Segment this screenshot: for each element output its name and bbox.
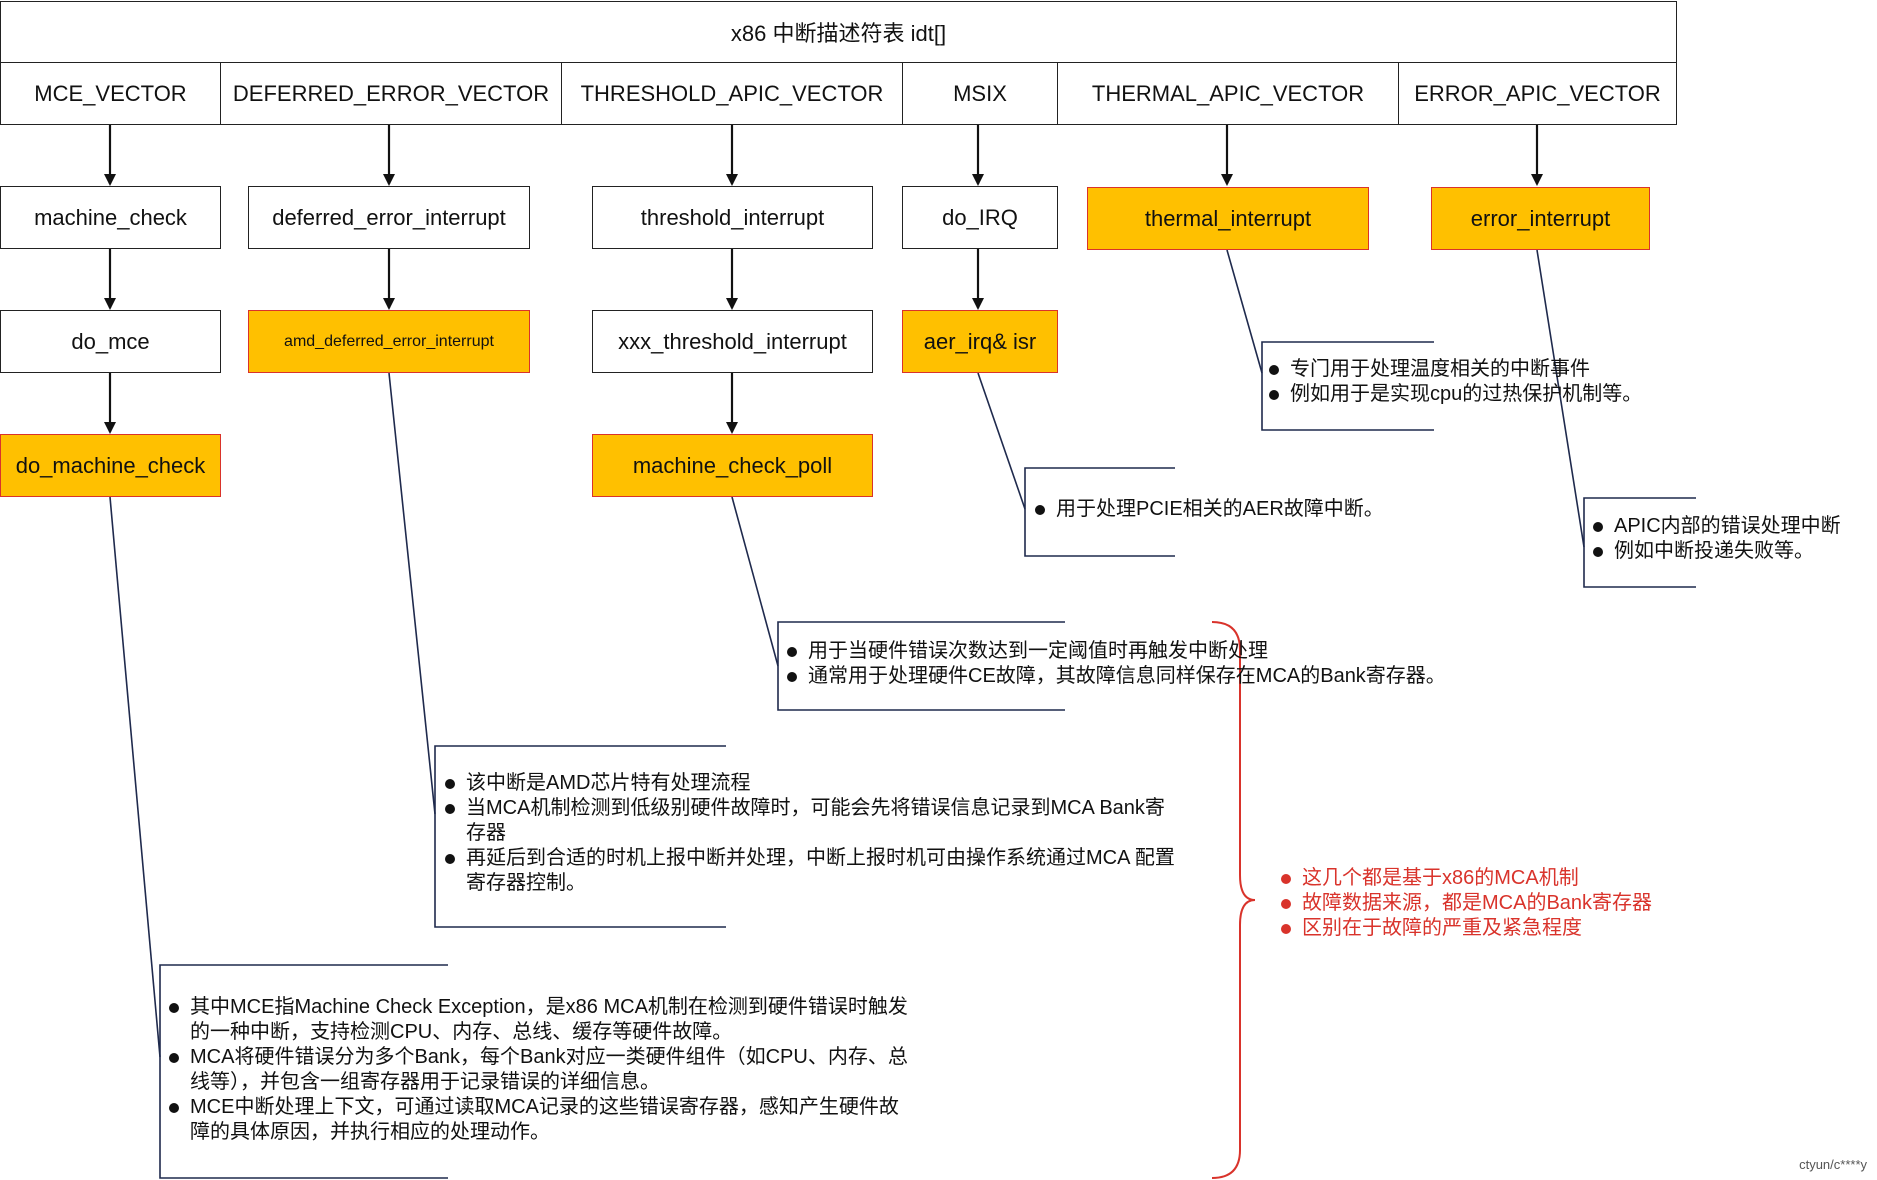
leader-amd-deferred xyxy=(388,372,436,815)
note-mce-item: MCA将硬件错误分为多个Bank，每个Bank对应一类硬件组件（如CPU、内存、… xyxy=(166,1045,918,1095)
watermark: ctyun/c****y xyxy=(1799,1157,1867,1172)
vector-mce: MCE_VECTOR xyxy=(0,62,221,125)
handler-machine-check-poll: machine_check_poll xyxy=(592,434,873,497)
leader-thermal xyxy=(1226,249,1263,374)
note-threshold: 用于当硬件错误次数达到一定阈值时再触发中断处理 通常用于处理硬件CE故障，其故障… xyxy=(784,639,1504,689)
handler-error-interrupt: error_interrupt xyxy=(1431,187,1650,250)
note-summary-item: 故障数据来源，都是MCA的Bank寄存器 xyxy=(1278,891,1738,916)
vector-msix: MSIX xyxy=(902,62,1058,125)
note-apic-error: APIC内部的错误处理中断 例如中断投递失败等。 xyxy=(1590,514,1870,564)
note-thermal-item: 例如用于是实现cpu的过热保护机制等。 xyxy=(1266,382,1686,407)
note-amd-deferred-item: 该中断是AMD芯片特有处理流程 xyxy=(442,771,1182,796)
vector-threshold-apic: THRESHOLD_APIC_VECTOR xyxy=(561,62,903,125)
note-apic-error-item: 例如中断投递失败等。 xyxy=(1590,539,1870,564)
note-summary: 这几个都是基于x86的MCA机制 故障数据来源，都是MCA的Bank寄存器 区别… xyxy=(1278,866,1738,941)
note-thermal: 专门用于处理温度相关的中断事件 例如用于是实现cpu的过热保护机制等。 xyxy=(1266,357,1686,407)
handler-aer-irq-isr: aer_irq& isr xyxy=(902,310,1058,373)
handler-do-machine-check: do_machine_check xyxy=(0,434,221,497)
note-mce-item: MCE中断处理上下文，可通过读取MCA记录的这些错误寄存器，感知产生硬件故障的具… xyxy=(166,1095,918,1145)
handler-thermal-interrupt: thermal_interrupt xyxy=(1087,187,1369,250)
vector-thermal-apic: THERMAL_APIC_VECTOR xyxy=(1057,62,1399,125)
note-amd-deferred-item: 当MCA机制检测到低级别硬件故障时，可能会先将错误信息记录到MCA Bank寄存… xyxy=(442,796,1182,846)
handler-amd-deferred-error-interrupt: amd_deferred_error_interrupt xyxy=(248,310,530,373)
handler-machine-check: machine_check xyxy=(0,186,221,249)
note-mce: 其中MCE指Machine Check Exception，是x86 MCA机制… xyxy=(166,995,918,1145)
note-apic-error-item: APIC内部的错误处理中断 xyxy=(1590,514,1870,539)
leader-threshold xyxy=(731,496,779,667)
note-threshold-item: 用于当硬件错误次数达到一定阈值时再触发中断处理 xyxy=(784,639,1504,664)
idt-title: x86 中断描述符表 idt[] xyxy=(0,1,1677,63)
note-mce-item: 其中MCE指Machine Check Exception，是x86 MCA机制… xyxy=(166,995,918,1045)
note-amd-deferred: 该中断是AMD芯片特有处理流程 当MCA机制检测到低级别硬件故障时，可能会先将错… xyxy=(442,771,1182,896)
note-aer: 用于处理PCIE相关的AER故障中断。 xyxy=(1032,497,1452,522)
handler-do-mce: do_mce xyxy=(0,310,221,373)
note-thermal-item: 专门用于处理温度相关的中断事件 xyxy=(1266,357,1686,382)
curly-brace-summary xyxy=(1211,621,1256,1179)
note-summary-item: 区别在于故障的严重及紧急程度 xyxy=(1278,916,1738,941)
leader-aer xyxy=(977,372,1026,510)
note-threshold-item: 通常用于处理硬件CE故障，其故障信息同样保存在MCA的Bank寄存器。 xyxy=(784,664,1504,689)
handler-xxx-threshold-interrupt: xxx_threshold_interrupt xyxy=(592,310,873,373)
handler-deferred-error-interrupt: deferred_error_interrupt xyxy=(248,186,530,249)
note-summary-item: 这几个都是基于x86的MCA机制 xyxy=(1278,866,1738,891)
vector-deferred-error: DEFERRED_ERROR_VECTOR xyxy=(220,62,562,125)
vector-error-apic: ERROR_APIC_VECTOR xyxy=(1398,62,1677,125)
handler-do-irq: do_IRQ xyxy=(902,186,1058,249)
note-aer-item: 用于处理PCIE相关的AER故障中断。 xyxy=(1032,497,1452,522)
leader-mce xyxy=(109,496,161,1058)
note-amd-deferred-item: 再延后到合适的时机上报中断并处理，中断上报时机可由操作系统通过MCA 配置寄存器… xyxy=(442,846,1182,896)
handler-threshold-interrupt: threshold_interrupt xyxy=(592,186,873,249)
